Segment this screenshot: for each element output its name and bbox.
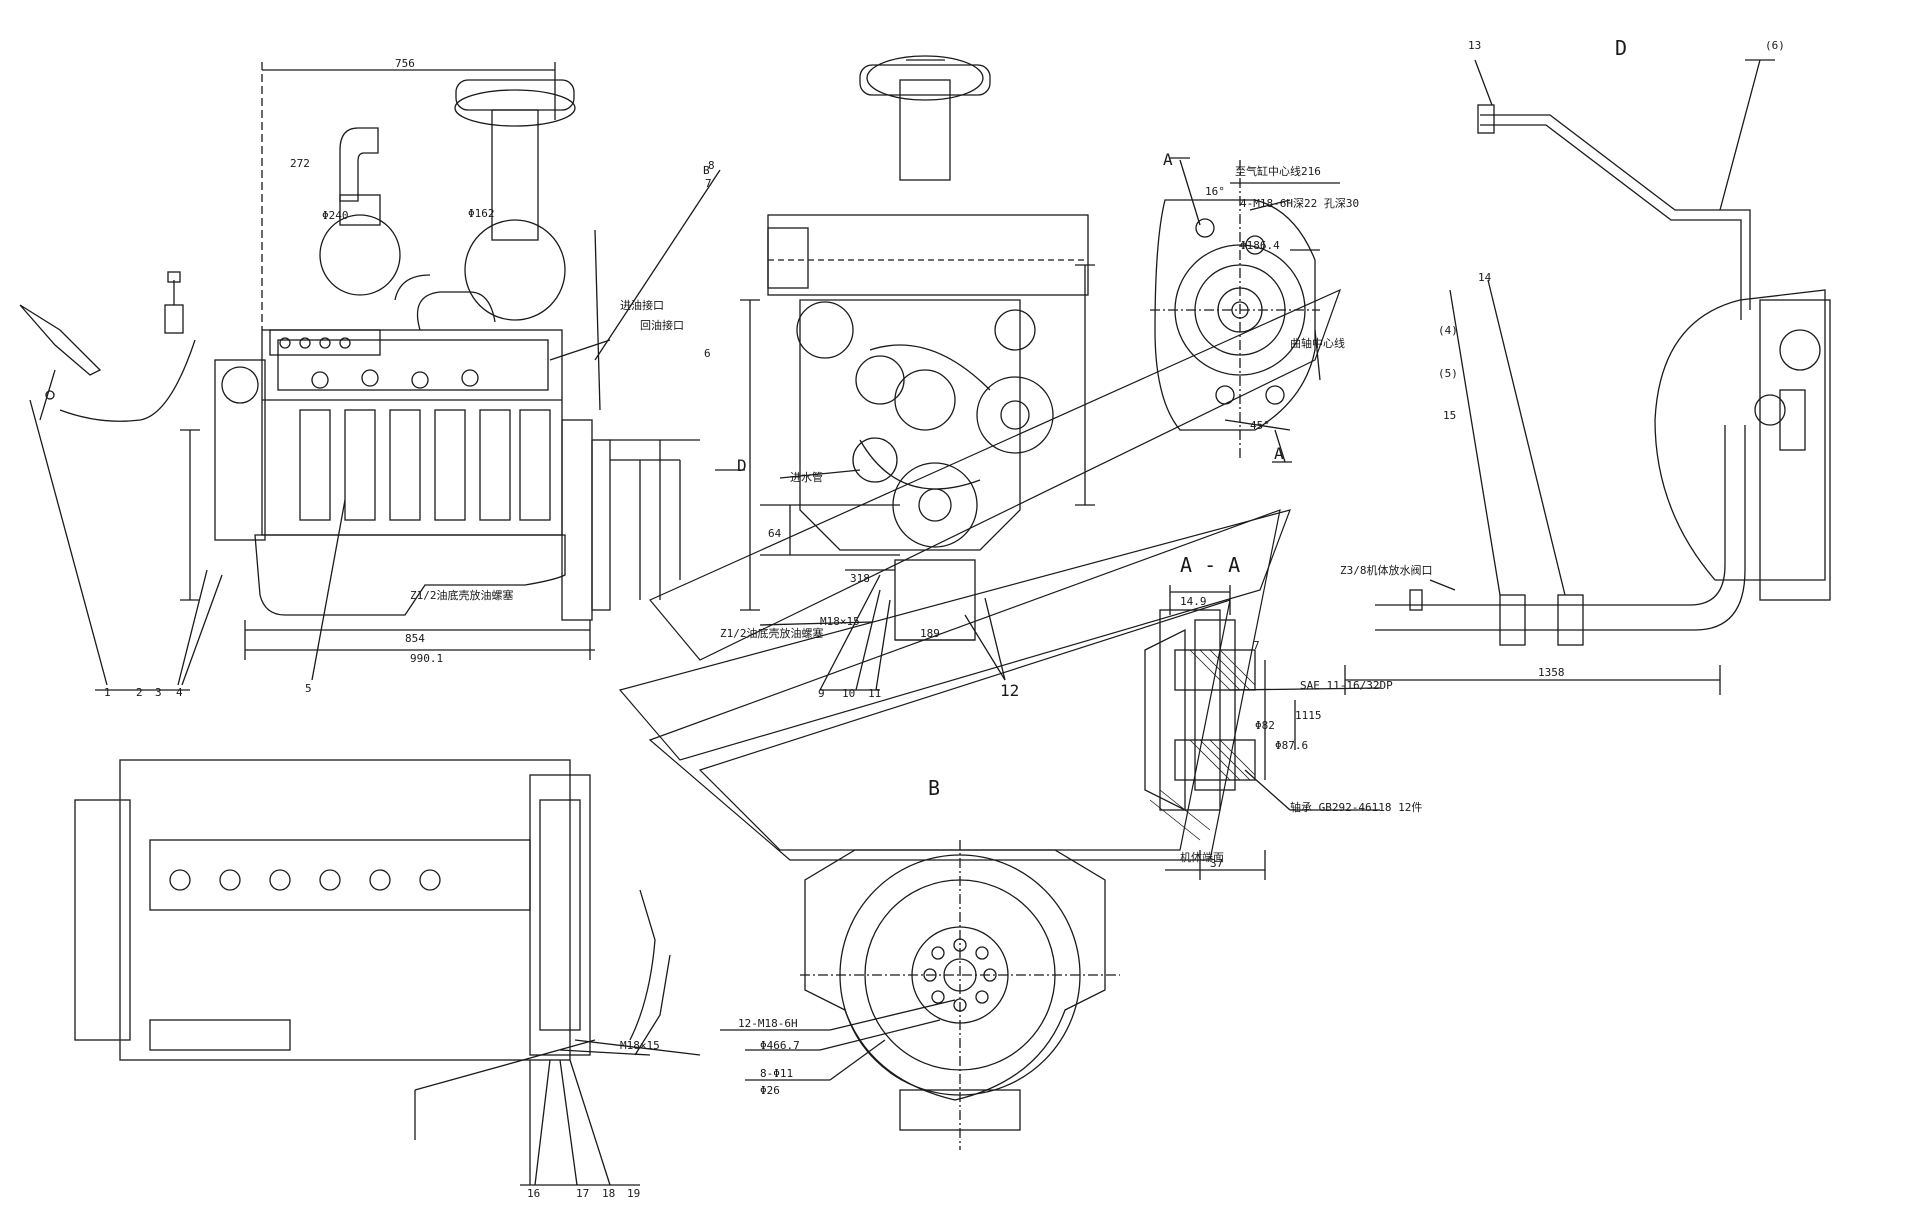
part-number-7: 7 xyxy=(705,177,712,190)
side-view-engine xyxy=(19,62,721,691)
front-view-engine xyxy=(715,55,1095,691)
part-number-12: 12 xyxy=(1000,681,1020,700)
part-number-p6: (6) xyxy=(1765,39,1785,52)
dim-top-width: 756 xyxy=(395,57,415,70)
dim-1115: 1115 xyxy=(1295,709,1322,722)
flywheel-housing-view-b xyxy=(720,840,1120,1150)
dim-45deg: 45° xyxy=(1250,419,1270,432)
water-pipe-view-d xyxy=(1344,59,1831,695)
part-number-15: 15 xyxy=(1443,409,1457,422)
note-water-outlet: Z3/8机体放水阀口 xyxy=(1340,564,1433,577)
part-number-13: 13 xyxy=(1468,39,1482,52)
part-number-9: 9 xyxy=(818,687,825,700)
note-phi87: Φ87.6 xyxy=(1275,739,1309,752)
part-number-6: 6 xyxy=(704,347,711,360)
dim-64: 64 xyxy=(768,527,782,540)
note-phi186: Φ186.4 xyxy=(1240,239,1280,252)
note-center-line: 至气缸中心线216 xyxy=(1235,165,1321,178)
note-phi26: Φ26 xyxy=(760,1084,780,1097)
dim-phi240: Φ240 xyxy=(322,209,349,222)
note-m18-15-front: M18×15 xyxy=(820,615,860,628)
note-m18-15: M18×15 xyxy=(620,1039,660,1052)
view-label-d-top: D xyxy=(1615,36,1628,60)
note-holes: 8-Φ11 xyxy=(760,1067,794,1080)
view-label-a-top: A xyxy=(1163,150,1173,169)
part-number-p4: (4) xyxy=(1438,324,1458,337)
part-number-7b: 7 xyxy=(1253,639,1260,652)
note-sae-spline: SAE 11-16/32DP xyxy=(1300,679,1393,692)
part-number-4: 4 xyxy=(176,686,183,699)
dim-272: 272 xyxy=(290,157,310,170)
dim-189: 189 xyxy=(920,627,940,640)
view-label-a-bottom: A xyxy=(1274,444,1284,463)
view-label-b-side: B xyxy=(703,164,710,177)
dim-854: 854 xyxy=(405,632,425,645)
part-number-p5: (5) xyxy=(1438,367,1458,380)
note-oil-inlet: 进油接口 xyxy=(620,299,664,312)
note-crank-center: 曲轴中心线 xyxy=(1290,337,1345,350)
note-phi82: Φ82 xyxy=(1255,719,1275,732)
dim-phi162: Φ162 xyxy=(468,207,495,220)
note-return-port: 回油接口 xyxy=(640,319,684,332)
dim-16deg: 16° xyxy=(1205,185,1225,198)
part-number-18: 18 xyxy=(602,1187,616,1200)
part-number-3: 3 xyxy=(155,686,162,699)
part-number-11: 11 xyxy=(868,687,882,700)
part-number-19: 19 xyxy=(627,1187,641,1200)
dim-1358: 1358 xyxy=(1538,666,1565,679)
part-number-10: 10 xyxy=(842,687,856,700)
watermark-logo xyxy=(618,288,1342,861)
section-title-a-a: A - A xyxy=(1180,553,1241,577)
section-a-a xyxy=(1144,585,1381,880)
note-machine-face: 机体端面 xyxy=(1180,851,1224,864)
dim-990: 990.1 xyxy=(410,652,444,665)
view-label-d-front: D xyxy=(737,456,747,475)
dim-14-9: 14.9 xyxy=(1180,595,1207,608)
dim-37: 37 xyxy=(1210,857,1224,870)
dim-318: 318 xyxy=(850,572,870,585)
part-number-14: 14 xyxy=(1478,271,1492,284)
top-view-engine xyxy=(74,759,701,1186)
part-number-5: 5 xyxy=(305,682,312,695)
part-number-1: 1 xyxy=(104,686,111,699)
part-number-17: 17 xyxy=(576,1187,590,1200)
note-flywheel-bolts: 12-M18-6H xyxy=(738,1017,798,1030)
note-phi466: Φ466.7 xyxy=(760,1039,800,1052)
part-number-2: 2 xyxy=(136,686,143,699)
view-label-b: B xyxy=(928,776,941,800)
note-bolt-pattern: 4-M18-6H深22 孔深30 xyxy=(1240,197,1360,210)
flange-view-a xyxy=(1150,157,1340,463)
note-water-conn: 进水管 xyxy=(790,471,823,484)
note-drain-plug: Z1/2油底壳放油螺塞 xyxy=(410,589,514,602)
part-number-8: 8 xyxy=(708,159,715,172)
note-drain-plug-front: Z1/2油底壳放油螺塞 xyxy=(720,627,824,640)
part-number-16: 16 xyxy=(527,1187,541,1200)
note-bearing: 轴承 GB292-46118 12件 xyxy=(1290,801,1423,814)
